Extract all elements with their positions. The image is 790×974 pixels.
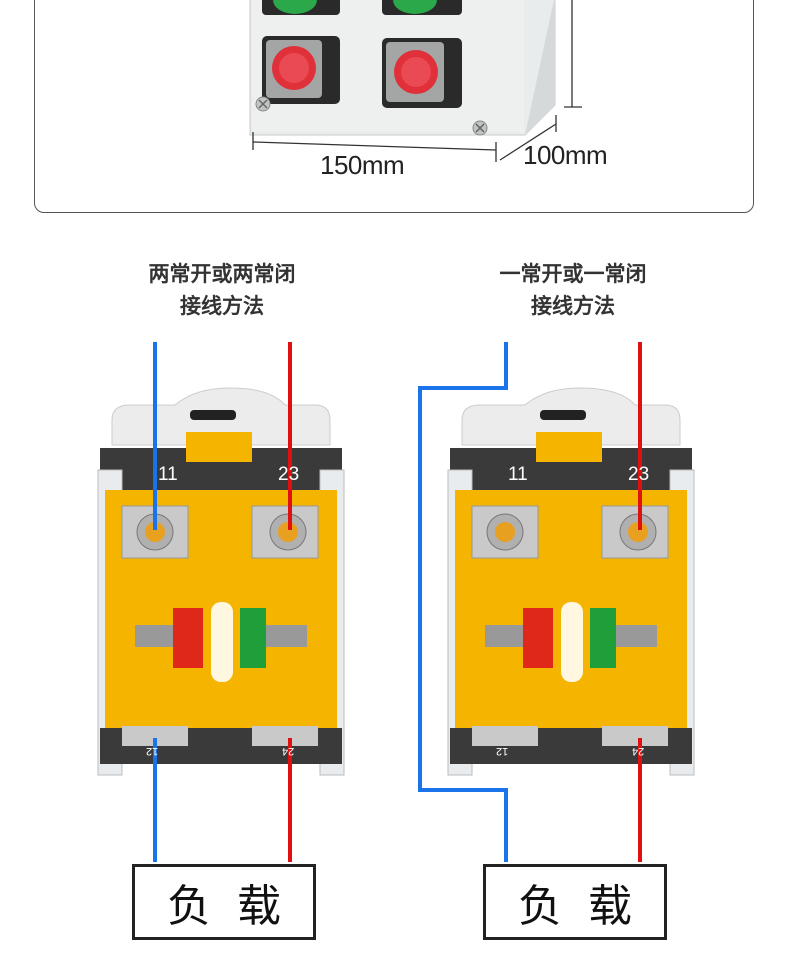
terminal-23-left: 23 [278, 464, 300, 485]
diagram-left-title: 两常开或两常闭 接线方法 [92, 258, 352, 322]
terminal-12-right: 12 [496, 745, 509, 757]
terminal-24-right: 24 [632, 745, 645, 757]
wires-left [153, 342, 292, 862]
terminal-23-right: 23 [628, 464, 650, 485]
enclosure-box [249, 0, 556, 136]
diagram-left-title-line2: 接线方法 [180, 294, 264, 318]
green-button-left [262, 0, 340, 15]
terminal-11-right: 11 [508, 464, 528, 485]
switch-module-left [97, 387, 345, 776]
wires-right [418, 342, 642, 862]
green-button-right [382, 0, 462, 15]
diagram-right-title-line2: 接线方法 [531, 294, 615, 318]
depth-dimension-label: 100mm [523, 140, 608, 170]
load-box-right: 负载 [483, 864, 667, 940]
diagram-right-title: 一常开或一常闭 接线方法 [443, 258, 703, 322]
dimension-lines [252, 0, 582, 162]
diagram-left-title-line1: 两常开或两常闭 [148, 262, 296, 286]
terminal-24-left: 24 [282, 745, 295, 757]
blue-wire-right-bypass [418, 342, 508, 862]
red-button-left [262, 36, 340, 104]
terminal-11-left: 11 [158, 464, 178, 485]
switch-module-right [447, 387, 695, 776]
terminal-12-left: 12 [146, 745, 159, 757]
diagram-right-title-line1: 一常开或一常闭 [499, 262, 647, 286]
load-box-left: 负载 [132, 864, 316, 940]
width-dimension-label: 150mm [320, 150, 405, 180]
red-button-right [382, 38, 462, 108]
